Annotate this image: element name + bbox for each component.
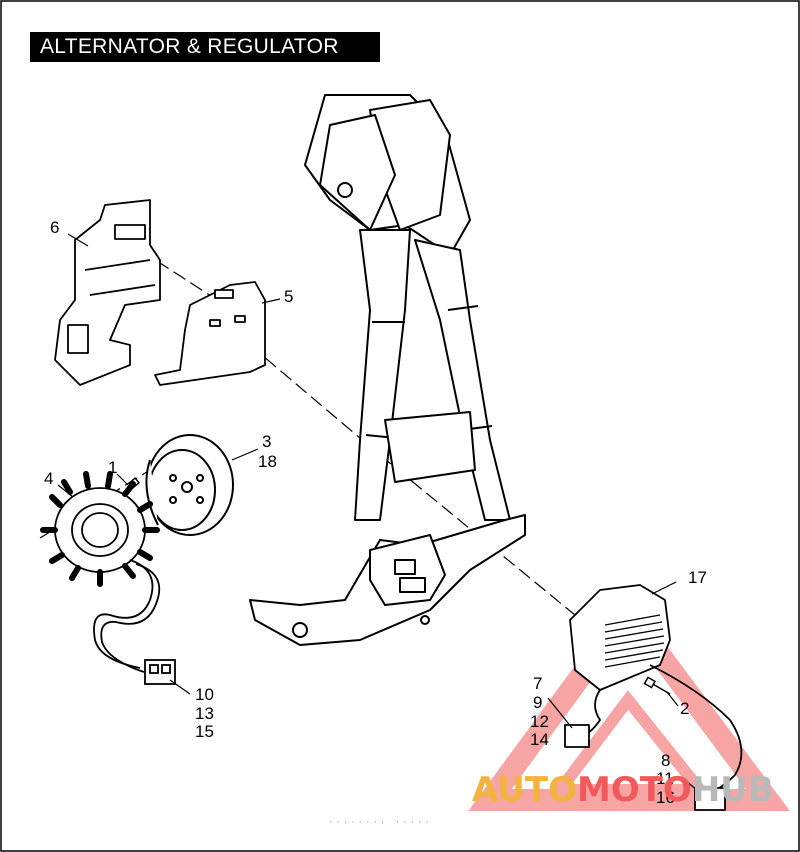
diagram-title: ALTERNATOR & REGULATOR — [30, 32, 380, 62]
callout-2: 2 — [680, 699, 690, 718]
callout-5: 5 — [284, 287, 294, 306]
callout-12: 12 — [530, 712, 549, 731]
callout-17: 17 — [688, 568, 707, 587]
watermark-triangle — [468, 593, 790, 811]
callout-18: 18 — [258, 452, 277, 471]
callout-leaders — [57, 233, 701, 794]
watermark-part-moto: MOTO — [576, 770, 692, 810]
watermark-logo: AUTOMOTOHUB — [472, 770, 774, 810]
stator-wire-harness — [93, 559, 176, 685]
callout-1: 1 — [108, 458, 118, 477]
callout-3: 3 — [262, 432, 272, 451]
callout-7: 7 — [533, 674, 543, 693]
footer-code: ········ ····· — [328, 818, 432, 828]
callout-16: 16 — [656, 788, 675, 807]
callout-13: 13 — [195, 704, 214, 723]
callout-15: 15 — [195, 722, 214, 741]
part-3-rotor — [145, 434, 234, 536]
part-4-stator — [40, 471, 160, 587]
callout-4: 4 — [44, 469, 54, 488]
watermark-part-hub: HUB — [691, 770, 774, 810]
callout-9: 9 — [533, 693, 543, 712]
watermark-part-auto: AUTO — [472, 770, 577, 810]
callout-11: 11 — [656, 769, 674, 788]
callout-14: 14 — [530, 730, 549, 749]
callout-8: 8 — [661, 751, 671, 770]
part-5-cover-plate — [154, 281, 266, 386]
callout-10: 10 — [195, 685, 214, 704]
motorcycle-frame — [249, 94, 526, 646]
part-6-heat-shield — [54, 199, 161, 386]
part-17-voltage-regulator — [564, 584, 743, 811]
callout-6: 6 — [50, 218, 60, 237]
